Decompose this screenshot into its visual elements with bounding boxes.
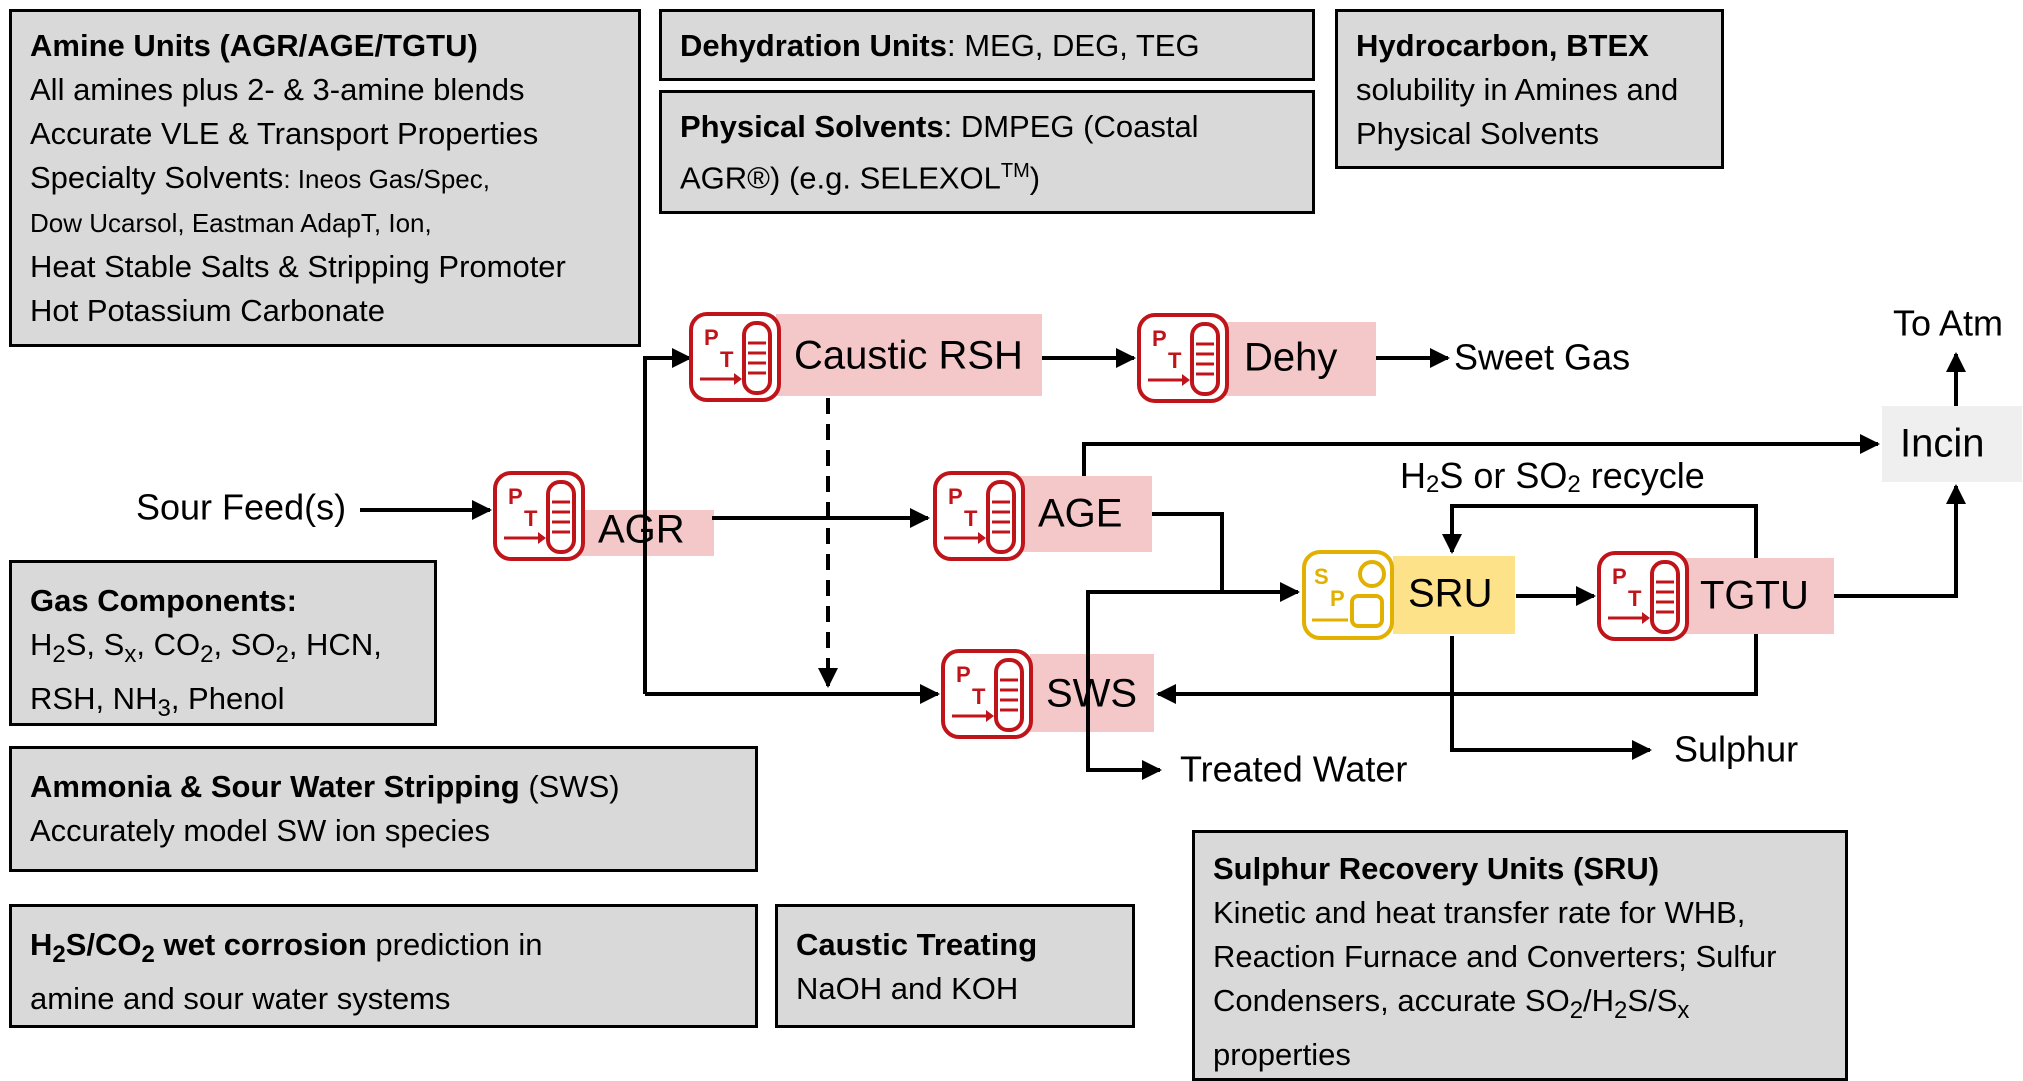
ammonia-title-tail: (SWS) (519, 769, 620, 804)
physical-text: AGR®) (e.g. SELEXOL (680, 160, 1001, 196)
agr-label: AGR (598, 508, 685, 552)
caustic-treating-box: Caustic Treating NaOH and KOH (775, 904, 1135, 1028)
hydrocarbon-line: solubility in Amines and (1356, 72, 1679, 107)
svg-text:P: P (1330, 586, 1345, 611)
recycle-label: H2S or SO2 recycle (1400, 455, 1705, 499)
sru-line: Reaction Furnace and Converters; Sulfur (1213, 939, 1777, 974)
dehy-label: Dehy (1244, 336, 1337, 380)
amine-line: Heat Stable Salts & Stripping Promoter (30, 249, 566, 284)
amine-line: All amines plus 2- & 3-amine blends (30, 72, 525, 107)
gas-text: , CO (136, 627, 201, 662)
gas-sub: 2 (275, 641, 289, 669)
amine-units-title: Amine Units (AGR/AGE/TGTU) (30, 28, 478, 63)
physical-text: ) (1029, 160, 1041, 196)
physical-text: : DMPEG (Coastal (943, 109, 1199, 144)
tgtu-unit-icon (1597, 551, 1689, 641)
incin-label: Incin (1900, 422, 1985, 466)
ammonia-sws-box: Ammonia & Sour Water Stripping (SWS) Acc… (9, 746, 758, 872)
sws-label-bg (1030, 654, 1154, 732)
corrosion-title: H2S/CO2 wet corrosion (30, 927, 367, 969)
amine-units-box: Amine Units (AGR/AGE/TGTU) All amines pl… (9, 9, 641, 347)
sws-to-sru-line (1086, 590, 1222, 734)
sru-line: properties (1213, 1037, 1351, 1073)
amine-line: : Ineos Gas/Spec, (283, 164, 490, 194)
dehy-label-bg (1200, 322, 1376, 396)
sru-line: Condensers, accurate SO (1213, 983, 1570, 1018)
sru-unit-icon: S P (1302, 550, 1394, 640)
gas-text: , HCN, (288, 627, 382, 662)
sru-label-bg (1393, 556, 1515, 634)
tgtu-label: TGTU (1700, 574, 1809, 618)
treated-water-line (1086, 734, 1162, 780)
age-to-sru-line (1152, 512, 1300, 602)
incin-label-bg (1882, 406, 2022, 482)
gas-sub: x (124, 641, 137, 669)
dehydration-text: : MEG, DEG, TEG (946, 28, 1200, 63)
sru-line: Kinetic and heat transfer rate for WHB, (1213, 895, 1746, 930)
age-unit-icon (933, 471, 1025, 561)
dehydration-title: Dehydration Units (680, 28, 947, 63)
gas-text: H (30, 627, 53, 662)
caustic-treating-title: Caustic Treating (796, 927, 1038, 962)
sru-box: Sulphur Recovery Units (SRU) Kinetic and… (1192, 830, 1848, 1081)
gas-text: S, S (65, 627, 125, 662)
gas-components-title: Gas Components: (30, 583, 297, 618)
sru-title: Sulphur Recovery Units (SRU) (1213, 851, 1660, 886)
amine-line: Hot Potassium Carbonate (30, 293, 385, 328)
amine-line: Specialty Solvents (30, 160, 284, 195)
caustic-line: NaOH and KOH (796, 971, 1019, 1006)
gas-sub: 3 (157, 695, 171, 723)
amine-line: Accurate VLE & Transport Properties (30, 116, 539, 151)
recycle-line (1442, 504, 1758, 558)
hydrocarbon-line: Physical Solvents (1356, 116, 1599, 151)
corrosion-tail: prediction in (366, 927, 543, 962)
gas-text: , Phenol (170, 681, 285, 717)
hydrocarbon-title: Hydrocarbon, BTEX (1356, 28, 1649, 63)
sweet-gas-label: Sweet Gas (1454, 337, 1630, 378)
sws-label: SWS (1046, 672, 1137, 716)
trademark: TM (1000, 160, 1030, 182)
tgtu-label-bg (1680, 558, 1834, 634)
ammonia-title: Ammonia & Sour Water Stripping (30, 769, 520, 804)
age-label: AGE (1038, 492, 1122, 536)
age-to-incin-line (1082, 434, 1880, 476)
sulphur-label: Sulphur (1674, 729, 1798, 770)
dehydration-box: Dehydration Units: MEG, DEG, TEG (659, 9, 1315, 81)
corrosion-line: amine and sour water systems (30, 981, 451, 1017)
sru-label: SRU (1408, 572, 1492, 616)
gas-components-box: Gas Components: H2S, Sx, CO2, SO2, HCN, … (9, 560, 437, 726)
corrosion-box: H2S/CO2 wet corrosion prediction in amin… (9, 904, 758, 1028)
hydrocarbon-box: Hydrocarbon, BTEX solubility in Amines a… (1335, 9, 1724, 169)
caustic-rsh-label-bg (776, 314, 1042, 396)
sour-feed-label: Sour Feed(s) (136, 487, 346, 528)
amine-line: Dow Ucarsol, Eastman AdapT, Ion, (30, 208, 432, 238)
gas-text: RSH, NH (30, 681, 158, 717)
to-atm-label: To Atm (1893, 303, 2003, 344)
agr-unit-icon (493, 471, 585, 561)
physical-solvents-title: Physical Solvents (680, 109, 944, 144)
physical-solvents-box: Physical Solvents: DMPEG (Coastal AGR®) … (659, 90, 1315, 214)
tgtu-to-incin-line (1834, 484, 1966, 598)
sws-unit-icon (941, 649, 1033, 739)
gas-sub: 2 (52, 641, 66, 669)
caustic-rsh-label: Caustic RSH (794, 334, 1023, 378)
gas-sub: 2 (200, 641, 214, 669)
caustic-rsh-unit-icon (689, 312, 781, 402)
ammonia-line: Accurately model SW ion species (30, 813, 491, 848)
dehy-unit-icon (1137, 313, 1229, 403)
treated-water-label: Treated Water (1180, 749, 1407, 790)
agr-split-line (643, 348, 692, 694)
svg-text:S: S (1314, 564, 1329, 589)
sulphur-line (1450, 636, 1652, 760)
age-label-bg (1014, 476, 1152, 552)
gas-text: , SO (213, 627, 276, 662)
tgtu-to-sws-line (1156, 634, 1758, 704)
